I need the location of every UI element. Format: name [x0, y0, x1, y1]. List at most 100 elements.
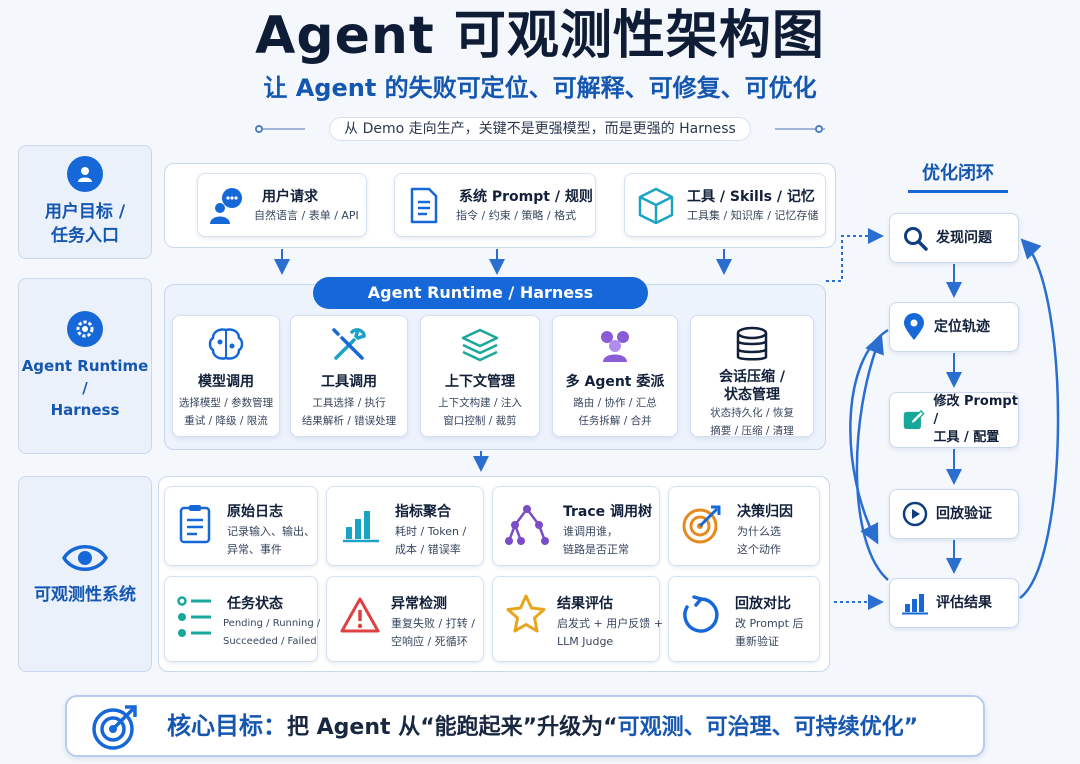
- card-user-request-title: 用户请求: [262, 189, 318, 205]
- card-session-state-title2: 状态管理: [724, 387, 780, 403]
- warning-icon: [340, 597, 380, 633]
- loop-node-evaluate-label: 评估结果: [936, 595, 992, 611]
- user-icon: [67, 156, 103, 192]
- card-attribution-desc2: 这个动作: [737, 543, 781, 556]
- card-session-state-desc1: 状态持久化 / 恢复: [710, 407, 794, 419]
- card-replay-title: 回放对比: [735, 596, 791, 612]
- page-title: Agent 可观测性架构图: [255, 6, 825, 66]
- card-multi-agent: 多 Agent 委派 路由 / 协作 / 汇总任务拆解 / 合并: [552, 315, 678, 437]
- card-system-prompt-title: 系统 Prompt / 规则: [459, 189, 593, 205]
- card-task-status-desc1: Pending / Running /: [223, 618, 321, 629]
- card-multi-agent-title: 多 Agent 委派: [565, 374, 665, 390]
- card-session-state: 会话压缩 / 状态管理 状态持久化 / 恢复摘要 / 压缩 / 清理: [690, 315, 814, 437]
- row-label-input: 用户目标 / 任务入口: [18, 145, 152, 259]
- card-attribution: 决策归因 为什么选这个动作: [668, 486, 820, 566]
- card-anomaly-desc2: 空响应 / 死循环: [391, 635, 468, 648]
- card-anomaly-title: 异常检测: [391, 596, 447, 612]
- loop-node-replay-label: 回放验证: [936, 506, 992, 522]
- card-tool-call-title: 工具调用: [321, 374, 377, 390]
- banner-lead: 核心目标：: [167, 712, 287, 740]
- row-label-input-line2: 任务入口: [50, 226, 119, 246]
- card-system-prompt-desc: 指令 / 约束 / 策略 / 格式: [456, 209, 577, 222]
- page-subtitle: 让 Agent 的失败可定位、可解释、可修复、可优化: [263, 74, 817, 102]
- star-icon: [506, 594, 546, 633]
- layers-icon: [461, 328, 499, 362]
- replay-icon: [683, 595, 719, 633]
- loop-node-replay: 回放验证: [889, 489, 1019, 539]
- bar-chart-icon: [902, 594, 928, 615]
- card-metrics: 指标聚合 耗时 / Token /成本 / 错误率: [326, 486, 484, 566]
- loop-node-discover: 发现问题: [889, 213, 1019, 263]
- card-user-request-desc: 自然语言 / 表单 / API: [254, 209, 359, 222]
- loop-title: 优化闭环: [908, 160, 1008, 193]
- card-task-status-desc2: Succeeded / Failed: [223, 636, 317, 647]
- card-system-prompt: 系统 Prompt / 规则 指令 / 约束 / 策略 / 格式: [394, 173, 596, 237]
- list-icon: [177, 596, 211, 637]
- card-attribution-desc1: 为什么选: [737, 525, 781, 538]
- card-anomaly: 异常检测 重复失败 / 打转 / 空响应 / 死循环: [326, 576, 484, 662]
- runtime-tab: Agent Runtime / Harness: [313, 277, 648, 309]
- card-replay: 回放对比 改 Prompt 后重新验证: [668, 576, 820, 662]
- card-result-eval-desc2: LLM Judge: [557, 635, 614, 648]
- card-tool-call-desc1: 工具选择 / 执行: [312, 397, 386, 409]
- brain-icon: [208, 328, 244, 360]
- tagline-dot-right: [815, 125, 823, 133]
- card-context: 上下文管理 上下文构建 / 注入窗口控制 / 裁剪: [420, 315, 540, 437]
- database-icon: [736, 326, 768, 361]
- row-label-runtime-line2: Harness: [50, 401, 120, 419]
- card-model-call-desc2: 重试 / 降级 / 限流: [184, 415, 268, 427]
- location-pin-icon: [904, 313, 924, 340]
- arrow-loop-left-down: [849, 328, 889, 545]
- tagline-bar: 从 Demo 走向生产，关键不是更强模型，而是更强的 Harness: [255, 116, 825, 142]
- target-icon: [682, 505, 721, 544]
- card-model-call: 模型调用 选择模型 / 参数管理重试 / 降级 / 限流: [172, 315, 280, 437]
- card-replay-desc2: 重新验证: [735, 635, 779, 648]
- card-context-desc1: 上下文构建 / 注入: [438, 397, 522, 409]
- card-task-status: 任务状态 Pending / Running /Succeeded / Fail…: [164, 576, 321, 662]
- card-tools-skills-title: 工具 / Skills / 记忆: [687, 189, 815, 205]
- loop-node-modify-line2: 工具 / 配置: [933, 430, 1000, 445]
- row-label-runtime-line1: Agent Runtime /: [21, 357, 149, 397]
- eye-icon: [61, 545, 109, 571]
- edit-icon: [903, 410, 925, 430]
- card-metrics-desc1: 耗时 / Token /: [395, 525, 467, 538]
- clipboard-icon: [179, 505, 211, 544]
- tagline-text: 从 Demo 走向生产，关键不是更强模型，而是更强的 Harness: [329, 117, 751, 141]
- row-label-observability: 可观测性系统: [18, 476, 152, 672]
- card-session-state-desc2: 摘要 / 压缩 / 清理: [710, 425, 794, 437]
- card-anomaly-desc1: 重复失败 / 打转 /: [391, 617, 475, 630]
- card-user-request: 用户请求 自然语言 / 表单 / API: [197, 173, 367, 237]
- card-session-state-title1: 会话压缩 /: [719, 369, 785, 385]
- arrow-loop-left-up: [855, 333, 889, 581]
- loop-node-discover-label: 发现问题: [936, 230, 992, 246]
- card-raw-logs-desc2: 异常、事件: [227, 543, 282, 556]
- banner-mid: 把 Agent 从“能跑起来”升级为“: [287, 715, 618, 740]
- card-replay-desc1: 改 Prompt 后: [735, 617, 804, 630]
- card-attribution-title: 决策归因: [737, 504, 793, 520]
- row-label-input-line1: 用户目标 /: [44, 202, 126, 222]
- bar-chart-icon: [343, 511, 379, 543]
- card-tool-call: 工具调用 工具选择 / 执行结果解析 / 错误处理: [290, 315, 408, 437]
- row-label-observability-text: 可观测性系统: [34, 585, 136, 605]
- card-context-desc2: 窗口控制 / 裁剪: [443, 415, 517, 427]
- card-raw-logs-desc1: 记录输入、输出、: [227, 525, 315, 538]
- card-tools-skills-desc: 工具集 / 知识库 / 记忆存储: [687, 209, 819, 222]
- search-icon: [904, 227, 928, 251]
- card-multi-agent-desc1: 路由 / 协作 / 汇总: [573, 397, 657, 409]
- card-tool-call-desc2: 结果解析 / 错误处理: [301, 415, 397, 427]
- card-raw-logs-title: 原始日志: [227, 504, 283, 520]
- card-trace-tree: Trace 调用树 谁调用谁，链路是否正常: [492, 486, 660, 566]
- team-icon: [601, 331, 629, 362]
- card-result-eval-desc1: 启发式 + 用户反馈 +: [557, 617, 663, 630]
- card-trace-tree-title: Trace 调用树: [563, 504, 653, 520]
- document-icon: [410, 187, 438, 224]
- card-raw-logs: 原始日志 记录输入、输出、异常、事件: [164, 486, 318, 566]
- core-goal-banner: 核心目标：把 Agent 从“能跑起来”升级为“可观测、可治理、可持续优化”: [65, 695, 985, 757]
- tagline-dot-left: [255, 125, 263, 133]
- loop-node-locate-label: 定位轨迹: [934, 319, 990, 335]
- banner-end: 可观测、可治理、可持续优化”: [617, 715, 919, 740]
- card-model-call-title: 模型调用: [198, 374, 254, 390]
- row-label-runtime: Agent Runtime / Harness: [18, 278, 152, 454]
- user-chat-icon: [210, 188, 242, 224]
- cube-icon: [638, 187, 674, 225]
